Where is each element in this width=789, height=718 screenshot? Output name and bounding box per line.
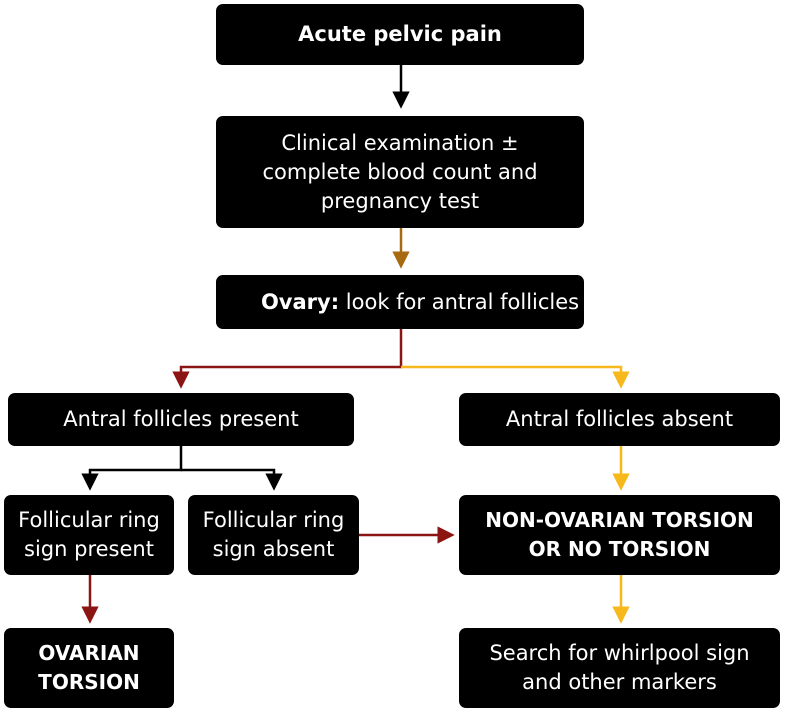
node-text-group: Search for whirlpool sign and other mark… [489, 639, 749, 697]
node-clinical-examination: Clinical examination ± complete blood co… [216, 116, 584, 228]
node-follicular-ring-sign-present: Follicular ring sign present [4, 495, 174, 575]
node-text-line: Search for whirlpool sign [489, 641, 750, 665]
node-text-line: Clinical examination ± [281, 130, 519, 155]
node-text: Acute pelvic pain [298, 22, 502, 46]
node-text-group: Ovary: look for antral follicles [221, 259, 579, 346]
node-text-line: sign absent [212, 537, 335, 561]
node-text-bold: Ovary: [260, 289, 340, 314]
node-antral-follicles-absent: Antral follicles absent [459, 393, 780, 446]
node-text-line: NON-OVARIAN TORSION [485, 508, 754, 532]
node-text-group: Clinical examination ± complete blood co… [262, 129, 537, 216]
node-text-line: TORSION [38, 670, 140, 694]
node-text-group: Follicular ring sign present [18, 506, 160, 564]
node-text-line: sign present [24, 537, 154, 561]
arrow-ovary-to-present [172, 329, 403, 389]
node-search-whirlpool-sign: Search for whirlpool sign and other mark… [459, 628, 780, 708]
node-text-group: OVARIAN TORSION [38, 639, 140, 697]
node-ovarian-torsion: OVARIAN TORSION [4, 628, 174, 708]
node-non-ovarian-torsion: NON-OVARIAN TORSION OR NO TORSION [459, 495, 780, 575]
node-acute-pelvic-pain: Acute pelvic pain [216, 4, 584, 65]
node-text-rest: look for antral follicles [339, 289, 580, 314]
node-text-line: and other markers [522, 670, 717, 694]
node-text: Antral follicles present [63, 407, 299, 431]
node-text-line: Follicular ring [202, 508, 345, 532]
node-ovary-antral-follicles: Ovary: look for antral follicles [216, 275, 584, 329]
arrow-present-to-ring-absent [181, 468, 283, 491]
node-text-line: complete blood count and [262, 159, 538, 184]
node-antral-follicles-present: Antral follicles present [8, 393, 354, 446]
arrow-ovary-to-absent [401, 365, 630, 389]
arrow-present-to-ring-present [81, 446, 183, 491]
node-text-line: Follicular ring [18, 508, 160, 532]
node-text-line: pregnancy test [320, 188, 480, 213]
node-text-group: NON-OVARIAN TORSION OR NO TORSION [485, 506, 754, 564]
node-text-line: OVARIAN [38, 641, 140, 665]
node-text-group: Follicular ring sign absent [203, 506, 345, 564]
node-text-line: OR NO TORSION [528, 537, 711, 561]
node-follicular-ring-sign-absent: Follicular ring sign absent [188, 495, 359, 575]
node-text: Antral follicles absent [505, 407, 734, 431]
